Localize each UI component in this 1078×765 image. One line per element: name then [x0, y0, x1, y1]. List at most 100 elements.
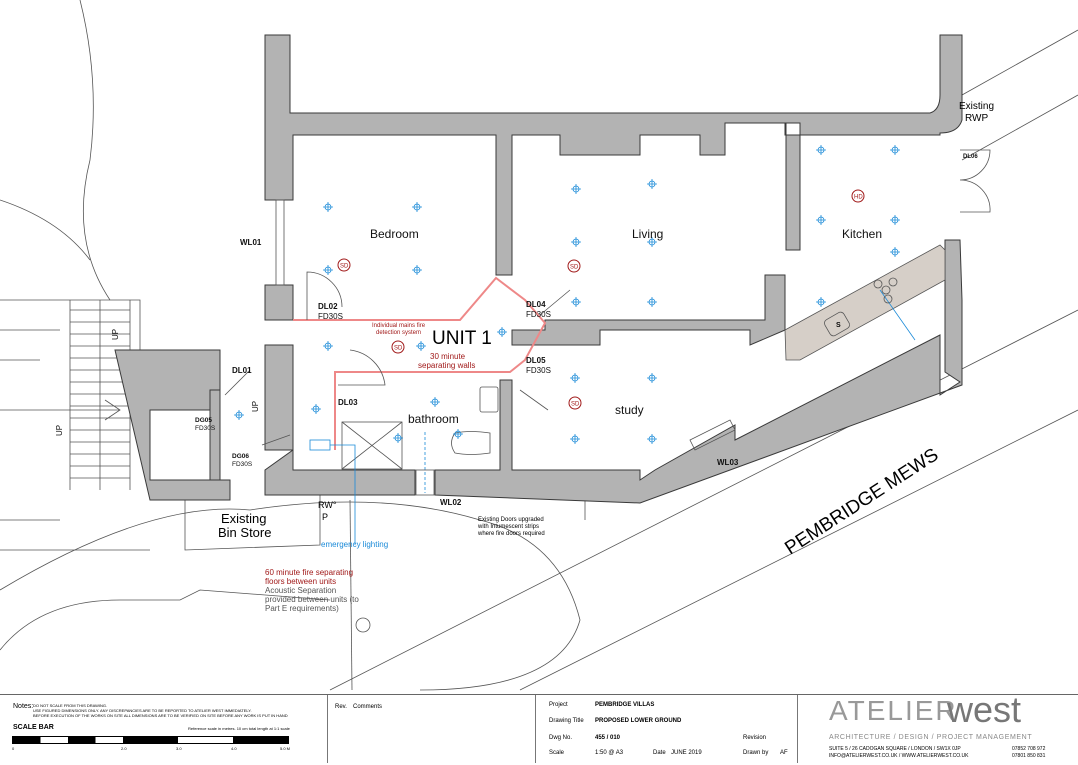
- tagline: ARCHITECTURE / DESIGN / PROJECT MANAGEME…: [829, 734, 1033, 741]
- detection-note: Individual mains fire: [372, 323, 426, 329]
- address: SUITE 5 / 26 CADOGAN SQUARE / LONDON / S…: [829, 746, 961, 752]
- dwg-no-value: 455 / 010: [595, 735, 621, 741]
- stair-treads: [0, 300, 131, 490]
- smoke-detector: SD: [337, 258, 351, 272]
- date-value: JUNE 2019: [671, 750, 702, 756]
- ceiling-light-icon: [816, 297, 826, 307]
- svg-text:SD: SD: [340, 264, 349, 270]
- phone: 07852 708 972: [1012, 746, 1046, 752]
- ceiling-light-icon: [571, 184, 581, 194]
- scale-label: Scale: [549, 750, 565, 756]
- door-label: DG05: [195, 417, 212, 424]
- revision-cell: Rev. Comments: [327, 695, 536, 763]
- sink-label: S: [836, 322, 841, 329]
- ceiling-light-icon: [571, 297, 581, 307]
- logo-cell: ATELIER west ARCHITECTURE / DESIGN / PRO…: [797, 689, 1078, 763]
- floors-note: 60 minute fire separating: [265, 568, 353, 577]
- ceiling-light-icon: [412, 202, 422, 212]
- room-label-study: study: [615, 403, 644, 417]
- doors-note: where fire doors required: [477, 531, 545, 537]
- detection-note: detection system: [376, 330, 421, 336]
- drawing-title-label: Drawing Title: [549, 718, 584, 724]
- ceiling-light-icon: [890, 247, 900, 257]
- window-label: WL03: [717, 458, 739, 467]
- svg-text:SD: SD: [394, 346, 403, 352]
- ceiling-lights: [234, 145, 900, 444]
- ceiling-light-icon: [816, 145, 826, 155]
- scale-bar-label: SCALE BAR: [13, 724, 54, 731]
- scale-bar: [12, 736, 289, 744]
- phone: 07801 850 831: [1012, 753, 1046, 759]
- drawing-info-cell: Project PEMBRIDGE VILLAS Drawing Title P…: [535, 695, 798, 763]
- ceiling-light-icon: [647, 297, 657, 307]
- emergency-lighting-note: emergency lighting: [321, 540, 388, 549]
- ceiling-light-icon: [453, 429, 463, 439]
- unit-label: UNIT 1: [432, 328, 492, 349]
- door-label: DL06: [963, 154, 978, 160]
- smoke-detector: SD: [391, 340, 405, 354]
- note: DO NOT SCALE FROM THIS DRAWING.: [33, 703, 108, 708]
- smoke-detector: SD: [567, 259, 581, 273]
- scale-tick: 0: [12, 746, 15, 751]
- door-label: DL04: [526, 300, 546, 309]
- stairs: [0, 300, 131, 490]
- svg-text:SD: SD: [570, 265, 579, 271]
- title-block: Notes: DO NOT SCALE FROM THIS DRAWING. U…: [0, 689, 1078, 765]
- acoustic-note: Part E requirements): [265, 604, 339, 613]
- fire-separation-line: [293, 276, 547, 450]
- window-label: WL01: [240, 238, 262, 247]
- ceiling-light-icon: [497, 327, 507, 337]
- door-type: FD30S: [526, 310, 551, 319]
- door-label: DG06: [232, 453, 249, 460]
- ceiling-light-icon: [323, 202, 333, 212]
- bin-store-label: Bin Store: [218, 525, 271, 540]
- fixtures: [224, 149, 991, 545]
- ceiling-light-icon: [416, 341, 426, 351]
- stair-up-label: UP: [251, 401, 260, 412]
- notes-label: Notes:: [13, 703, 34, 710]
- room-label-bathroom: bathroom: [408, 412, 459, 426]
- door-label: DL01: [232, 366, 252, 375]
- scale-tick: 4.0: [231, 746, 237, 751]
- svg-text:HD: HD: [854, 195, 863, 201]
- rwp-small-label: P: [322, 512, 328, 522]
- ceiling-light-icon: [323, 341, 333, 351]
- floor-plan: Bedroom Living Kitchen UNIT 1 bathroom s…: [0, 0, 1078, 691]
- stair-up-label: UP: [55, 425, 64, 436]
- rwp-note: Existing: [959, 101, 994, 112]
- comments-header: Comments: [353, 704, 383, 710]
- project-label: Project: [549, 702, 568, 708]
- ceiling-light-icon: [647, 179, 657, 189]
- project-value: PEMBRIDGE VILLAS: [595, 702, 655, 708]
- ceiling-light-icon: [234, 410, 244, 420]
- door-label: DL03: [338, 398, 358, 407]
- window-label: WL02: [440, 498, 462, 507]
- ceiling-light-icon: [393, 433, 403, 443]
- rwp-note: RWP: [965, 113, 988, 124]
- revision-label: Revision: [743, 735, 767, 741]
- door-label: DL02: [318, 302, 338, 311]
- ceiling-light-icon: [430, 397, 440, 407]
- scale-tick: 5.0 M: [280, 746, 291, 751]
- ceiling-light-icon: [311, 404, 321, 414]
- walls: [114, 34, 963, 504]
- street-name: PEMBRIDGE MEWS: [781, 444, 942, 559]
- room-label-living: Living: [632, 227, 663, 241]
- drawn-by-label: Drawn by: [743, 750, 769, 756]
- floors-note: floors between units: [265, 577, 336, 586]
- drawing-title-value: PROPOSED LOWER GROUND: [595, 718, 682, 724]
- ceiling-light-icon: [570, 434, 580, 444]
- heat-detector: HD: [851, 189, 865, 203]
- notes-cell: Notes: DO NOT SCALE FROM THIS DRAWING. U…: [0, 695, 328, 763]
- ceiling-light-icon: [816, 215, 826, 225]
- door-type: FD30S: [526, 366, 551, 375]
- door-label: DL05: [526, 356, 546, 365]
- ceiling-light-icon: [323, 265, 333, 275]
- scale-value: 1:50 @ A3: [595, 750, 624, 756]
- ceiling-light-icon: [412, 265, 422, 275]
- rwp-small-label: RW°: [318, 500, 337, 510]
- bin-store-label: Existing: [221, 511, 267, 526]
- rev-header: Rev.: [335, 704, 347, 710]
- ceiling-light-icon: [647, 237, 657, 247]
- stair-up-label: UP: [111, 329, 120, 340]
